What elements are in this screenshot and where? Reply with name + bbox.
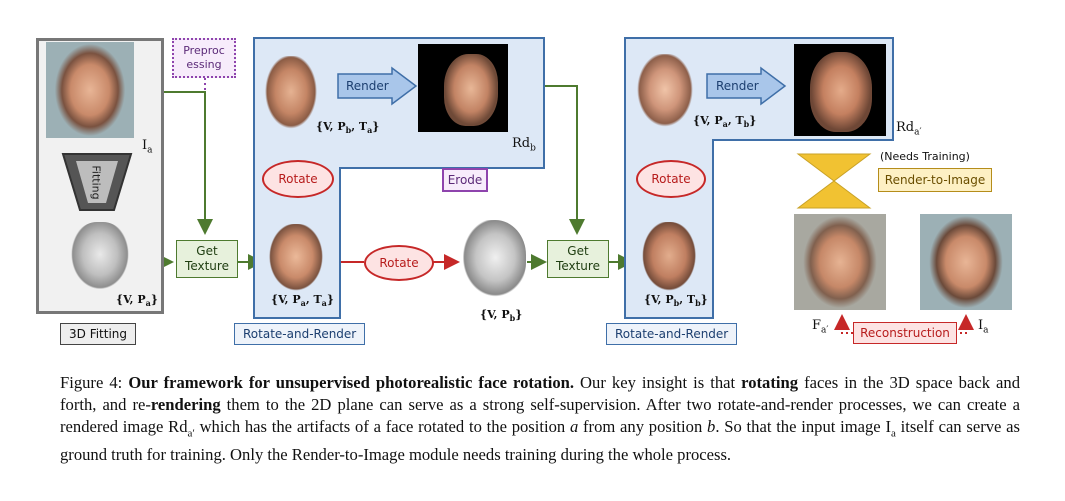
rotate-ellipse-2: Rotate <box>636 160 706 198</box>
erode-box: Erode <box>442 168 488 192</box>
render-to-image-hourglass <box>796 153 872 209</box>
arrow-recon-right <box>955 314 974 334</box>
rotate-ellipse-mid: Rotate <box>364 245 434 281</box>
label-rd-a-prime: Rda′ <box>896 120 922 138</box>
arrow-rdb-to-texture <box>540 85 585 235</box>
ground-truth-face-i-a <box>920 214 1012 310</box>
render-arrow-1 <box>337 66 418 106</box>
label-rd-b: Rdb <box>512 136 536 154</box>
render-label-2: Render <box>716 79 759 93</box>
face-rotated-b <box>264 56 318 130</box>
get-texture-box-2: Get Texture <box>547 240 609 278</box>
preprocessing-box: Preprocessing <box>172 38 236 78</box>
face-b-textured <box>640 222 696 292</box>
figure-caption: Figure 4: Our framework for unsupervised… <box>60 373 1020 465</box>
label-v-pb: {V, Pb} <box>480 308 523 324</box>
face-input-textured <box>268 224 324 292</box>
rendered-image-b <box>418 44 508 132</box>
label-params-top-1: {V, Pb, Ta} <box>316 120 380 136</box>
label-i-a: Ia <box>142 138 153 156</box>
label-v-pa: {V, Pa} <box>116 293 158 309</box>
face-rotated-back-artifacts <box>636 54 694 128</box>
label-params-top-2: {V, Pa, Tb} <box>693 114 757 130</box>
arrow-recon-left <box>834 314 853 334</box>
label-params-bottom-2: {V, Pb, Tb} <box>644 293 708 309</box>
fitting-label: Fitting <box>89 165 103 200</box>
rendered-image-a-prime <box>794 44 886 136</box>
mesh-b <box>458 220 526 298</box>
render-to-image-box: Render-to-Image <box>878 168 992 192</box>
render-label-1: Render <box>346 79 389 93</box>
tag-rotate-and-render-1: Rotate-and-Render <box>234 323 366 345</box>
tag-rotate-and-render-2: Rotate-and-Render <box>606 323 738 345</box>
tag-3d-fitting: 3D Fitting <box>60 323 137 345</box>
mesh-a <box>70 222 130 292</box>
render-arrow-2 <box>706 66 787 106</box>
rotate-ellipse-1: Rotate <box>262 160 334 198</box>
fitting-trapezoid <box>61 153 133 211</box>
needs-training-label: (Needs Training) <box>880 150 970 163</box>
reconstruction-box: Reconstruction <box>853 322 957 344</box>
get-texture-box-1: Get Texture <box>176 240 238 278</box>
label-params-bottom-1: {V, Pa, Ta} <box>271 293 334 309</box>
output-face-f-a-prime <box>794 214 886 310</box>
label-f-a-prime: Fa′ <box>812 318 829 336</box>
label-i-a-2: Ia <box>978 318 989 336</box>
input-face-photo <box>46 42 134 138</box>
